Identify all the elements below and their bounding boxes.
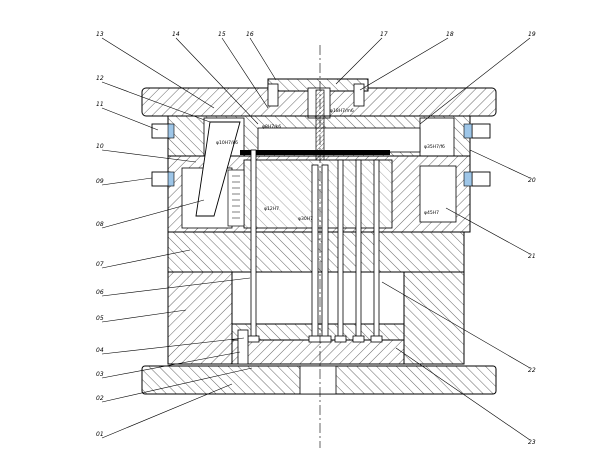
label-17: 17 [380, 31, 388, 38]
label-20: 20 [528, 177, 536, 184]
label-08: 08 [96, 221, 104, 228]
part-labels: 13 12 11 10 09 08 07 06 05 04 03 02 01 1… [96, 31, 536, 446]
label-05: 05 [96, 315, 104, 322]
label-22: 22 [528, 367, 536, 374]
label-01: 01 [96, 431, 104, 438]
note-5: φ45H7 [424, 210, 439, 216]
label-21: 21 [528, 253, 536, 260]
label-03: 03 [96, 371, 104, 378]
spacer-blocks [167, 271, 465, 365]
note-2: φ18H7/m6 [330, 108, 354, 114]
label-16: 16 [246, 31, 254, 38]
label-04: 04 [96, 347, 104, 354]
note-4: φ35H7/f6 [424, 144, 445, 150]
label-02: 02 [96, 395, 104, 402]
label-18: 18 [446, 31, 454, 38]
label-07: 07 [96, 261, 104, 268]
cooling-fittings [151, 123, 491, 187]
note-6: φ30H7 [298, 216, 313, 222]
label-14: 14 [172, 31, 180, 38]
note-1: φ8H7/k6 [262, 124, 281, 130]
label-13: 13 [96, 31, 104, 38]
label-23: 23 [528, 439, 536, 446]
label-09: 09 [96, 178, 104, 185]
angled-lifter [195, 121, 241, 217]
leader-lines [101, 37, 531, 441]
label-06: 06 [96, 289, 104, 296]
note-7: φ12H7 [264, 206, 279, 212]
label-15: 15 [218, 31, 226, 38]
label-19: 19 [528, 31, 536, 38]
label-12: 12 [96, 75, 104, 82]
label-10: 10 [96, 143, 104, 150]
screws [237, 83, 365, 365]
label-11: 11 [96, 101, 104, 108]
fit-notes: φ8H7/k6 φ18H7/m6 φ10H7/k6 φ35H7/f6 φ45H7… [216, 108, 445, 222]
note-3: φ10H7/k6 [216, 140, 238, 146]
